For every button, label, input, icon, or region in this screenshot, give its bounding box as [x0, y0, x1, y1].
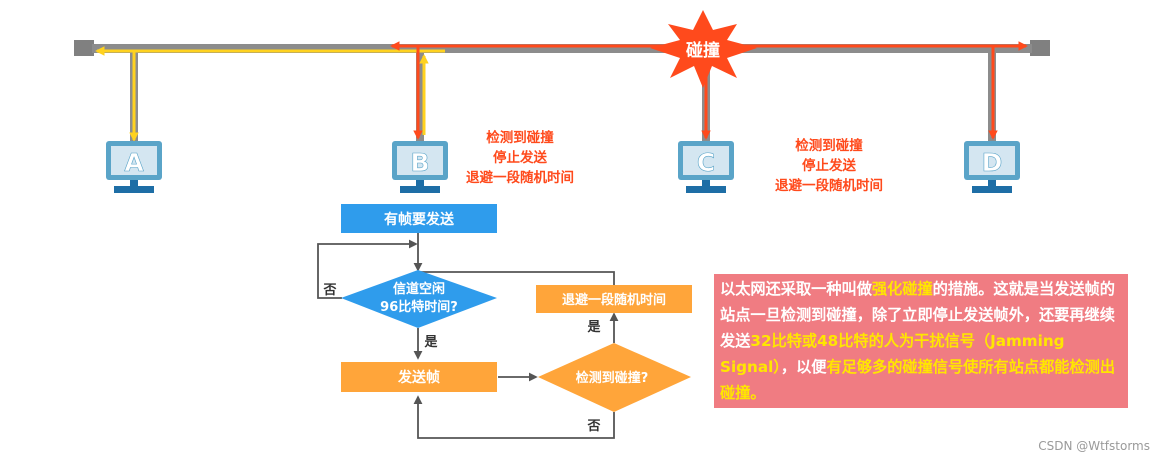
decision-channel-idle-line1: 信道空闲: [393, 281, 445, 297]
note-line: 检测到碰撞: [486, 130, 554, 146]
label-no-left: 否: [322, 283, 336, 298]
watermark: CSDN @Wtfstorms: [1038, 439, 1150, 453]
station-label: D: [982, 148, 1003, 177]
info-highlight-enhanced-collision: 强化碰撞: [871, 280, 933, 298]
label-yes-down: 是: [423, 335, 438, 350]
note-line: 检测到碰撞: [795, 138, 863, 154]
connector-backoff-to-decision: [418, 271, 615, 285]
station-d: D: [964, 141, 1020, 193]
info-highlight-jamming-signal: 32比特或48比特的人为干扰信号（Jamming Signal）: [720, 332, 1065, 376]
connector-no-loop: [317, 239, 418, 299]
connector-detect-no-loop: [413, 395, 615, 439]
bus: [74, 40, 1050, 142]
decision-channel-idle-line2: 96比特时间?: [380, 299, 458, 315]
station-c: C: [678, 141, 734, 193]
label-yes-up: 是: [586, 320, 601, 335]
send-frame-box: [341, 362, 497, 392]
info-box: 以太网还采取一种叫做强化碰撞的措施。这就是当发送帧的站点一旦检测到碰撞，除了立即…: [714, 274, 1128, 408]
signal-from-b: [95, 46, 445, 142]
note-line: 停止发送: [493, 150, 547, 166]
send-frame-label: 发送帧: [397, 369, 440, 386]
note-line: 退避一段随机时间: [775, 178, 883, 194]
flowchart: 有帧要发送 信道空闲 96比特时间? 否 是 发送帧 检测到碰撞? 是 否 退避…: [317, 204, 692, 439]
label-no-bottom: 否: [586, 419, 600, 434]
start-box: [341, 204, 497, 233]
info-text-3: ，以便: [780, 358, 827, 376]
station-label: A: [124, 148, 144, 177]
start-label: 有帧要发送: [384, 211, 455, 228]
decision-collision: [538, 343, 691, 412]
decision-collision-label: 检测到碰撞?: [576, 370, 649, 386]
station-label: B: [410, 148, 429, 177]
decision-channel-idle: [341, 270, 497, 328]
station-b: B: [392, 141, 448, 193]
station-a: A: [106, 141, 162, 193]
explosion-icon: [650, 10, 757, 88]
bus-terminator-right: [1030, 40, 1050, 56]
note-station-c: 检测到碰撞 停止发送 退避一段随机时间: [767, 136, 891, 196]
info-text-2: 的措施。这就是当发送帧的站点一旦检测到碰撞，除了立即停止发送帧外，还要再继续发送: [720, 280, 1115, 350]
info-text-1: 以太网还采取一种叫做: [720, 280, 872, 298]
note-station-b: 检测到碰撞 停止发送 退避一段随机时间: [458, 128, 582, 188]
note-line: 退避一段随机时间: [466, 170, 574, 186]
bus-line: [92, 44, 1032, 53]
note-line: 停止发送: [802, 158, 856, 174]
collision-label: 碰撞: [686, 40, 720, 61]
station-label: C: [697, 148, 715, 177]
bus-terminator-left: [74, 40, 94, 56]
info-highlight-enough-signal: 有足够多的碰撞信号使所有站点都能检测出碰撞。: [720, 358, 1115, 402]
backoff-box: [536, 285, 692, 313]
collision-burst: 碰撞: [650, 10, 757, 88]
backoff-label: 退避一段随机时间: [562, 292, 666, 308]
